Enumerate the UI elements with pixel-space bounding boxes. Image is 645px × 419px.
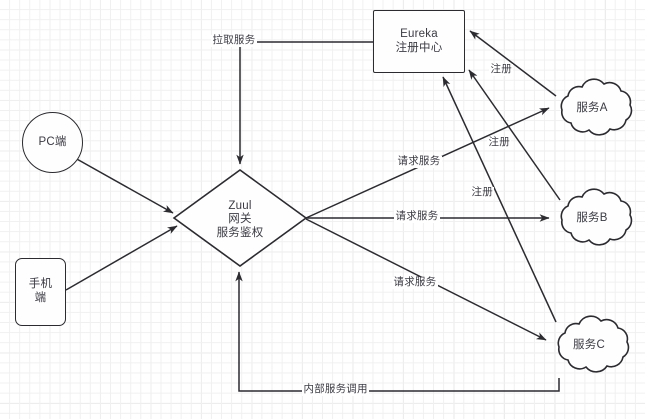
node-service-a[interactable]: 服务A [546, 76, 638, 142]
node-eureka-label: Eureka 注册中心 [395, 27, 443, 54]
zuul-diamond-shape [172, 169, 308, 267]
node-service-a-label: 服务A [576, 102, 608, 115]
edge-mobile-to-zuul [65, 225, 178, 291]
edge-service-c-to-zuul-internal [235, 271, 560, 392]
edge-label-pull-service: 拉取服务 [211, 34, 257, 47]
node-mobile-label: 手机 端 [28, 278, 53, 304]
edge-label-internal-call: 内部服务调用 [302, 383, 370, 396]
node-zuul[interactable]: Zuul 网关 服务鉴权 [174, 170, 306, 266]
node-zuul-label: Zuul 网关 服务鉴权 [216, 199, 264, 239]
edge-service-c-to-eureka [442, 76, 557, 323]
edge-service-b-to-eureka [468, 69, 561, 201]
node-service-b[interactable]: 服务B [546, 186, 638, 252]
node-service-c[interactable]: 服务C [543, 313, 635, 379]
node-service-b-label: 服务B [576, 212, 608, 225]
node-pc-label: PC端 [38, 135, 67, 148]
cloud-shape-b [560, 188, 633, 246]
node-mobile[interactable]: 手机 端 [15, 258, 66, 326]
edge-label-request-a: 请求服务 [396, 155, 442, 168]
edge-label-request-c: 请求服务 [392, 276, 438, 289]
edge-label-request-b: 请求服务 [394, 210, 440, 223]
cloud-shape-c [557, 315, 630, 373]
node-pc[interactable]: PC端 [22, 112, 83, 173]
node-service-c-label: 服务C [573, 339, 605, 352]
edge-pc-to-zuul [74, 157, 174, 214]
edge-label-register-a: 注册 [489, 63, 514, 76]
cloud-shape-a [560, 78, 633, 136]
edge-eureka-to-zuul [236, 41, 373, 165]
edge-service-a-to-eureka [469, 30, 557, 97]
edge-label-register-c: 注册 [470, 186, 495, 199]
edge-label-register-b: 注册 [487, 136, 512, 149]
node-eureka[interactable]: Eureka 注册中心 [373, 10, 465, 73]
